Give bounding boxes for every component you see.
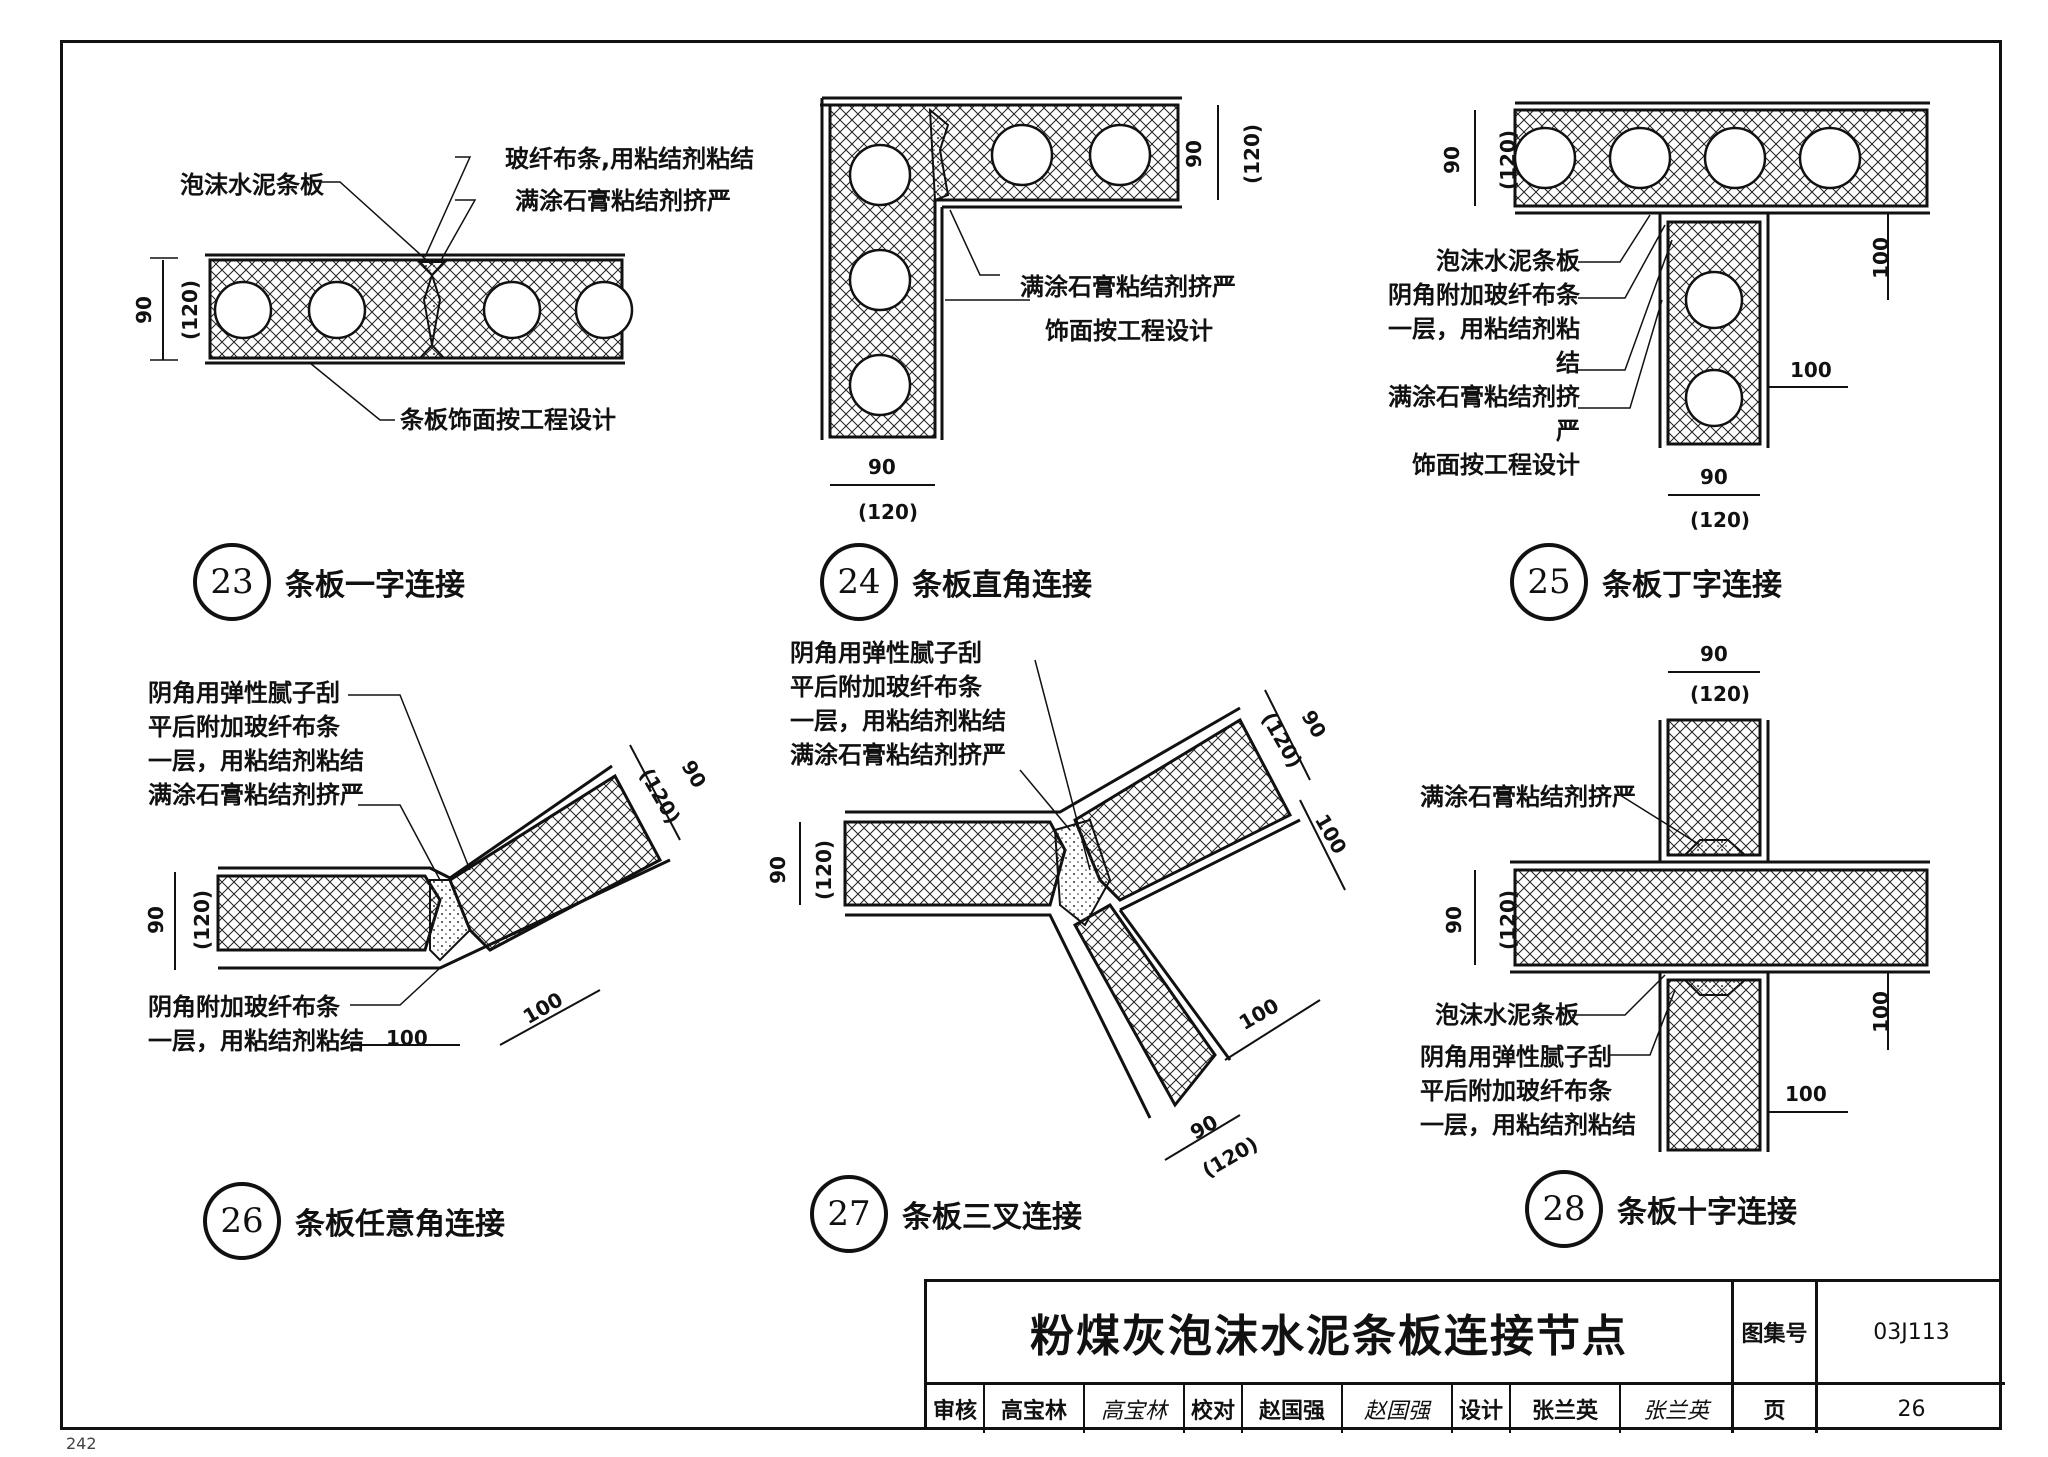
d25-dim-120: (120) [1496, 129, 1521, 191]
d26-top-callouts: 阴角用弹性腻子刮 平后附加玻纤布条 一层，用粘结剂粘结 满涂石膏粘结剂挤严 [148, 676, 364, 812]
detail-27-drawing [799, 659, 1346, 1161]
d27-dim-90: 90 [765, 856, 790, 884]
detail-26-number: 26 [203, 1182, 281, 1260]
detail-23-name: 条板一字连接 [285, 568, 465, 603]
d26-top-line-3: 一层，用粘结剂粘结 [148, 747, 364, 775]
detail-27-name: 条板三叉连接 [902, 1200, 1082, 1235]
d26-top-line-2: 平后附加玻纤布条 [148, 713, 340, 741]
detail-24-number: 24 [820, 543, 898, 621]
detail-24-title: 24 条板直角连接 [820, 543, 1092, 621]
detail-23-title: 23 条板一字连接 [193, 543, 465, 621]
d23-gypsum-label: 满涂石膏粘结剂挤严 [515, 187, 731, 215]
d24-finish-label: 饰面按工程设计 [1045, 317, 1213, 345]
d27-line-3: 一层，用粘结剂粘结 [790, 707, 1006, 735]
d24-dim-120: (120) [1240, 123, 1265, 185]
detail-28-number: 28 [1525, 1170, 1603, 1248]
detail-26-title: 26 条板任意角连接 [203, 1182, 505, 1260]
d28-dim-90-top: 90 [1700, 642, 1728, 666]
detail-25-title: 25 条板丁字连接 [1510, 543, 1782, 621]
d28-line-3: 一层，用粘结剂粘结 [1420, 1111, 1636, 1139]
d26-bottom-callouts: 阴角附加玻纤布条 一层，用粘结剂粘结 [148, 990, 364, 1058]
reviewer-name: 高宝林 [985, 1385, 1085, 1433]
corner-page-mark: 242 [66, 1434, 97, 1453]
d24-dim-90: 90 [1181, 140, 1206, 168]
d26-bottom-line-1: 阴角附加玻纤布条 [148, 993, 340, 1021]
d25-dim-90-bottom: 90 [1700, 465, 1728, 489]
d28-dim-120: (120) [1496, 889, 1521, 951]
detail-26-name: 条板任意角连接 [295, 1207, 505, 1242]
d28-dim-100: 100 [1785, 1082, 1827, 1106]
atlas-number: 03J113 [1818, 1282, 2005, 1385]
d27-line-4: 满涂石膏粘结剂挤严 [790, 741, 1006, 769]
d25-dim-90: 90 [1439, 146, 1464, 174]
drawing-frame [60, 40, 2002, 1430]
detail-24-drawing [820, 96, 1219, 486]
d28-line-2: 平后附加玻纤布条 [1420, 1077, 1612, 1105]
d28-callouts: 阴角用弹性腻子刮 平后附加玻纤布条 一层，用粘结剂粘结 [1420, 1040, 1636, 1142]
d27-dim-120: (120) [812, 839, 837, 901]
checker-signature: 赵国强 [1343, 1385, 1453, 1433]
d25-line-5: 饰面按工程设计 [1412, 451, 1580, 479]
d27-line-1: 阴角用弹性腻子刮 [790, 639, 982, 667]
d26-dim-100: 100 [386, 1026, 428, 1050]
detail-24-name: 条板直角连接 [912, 568, 1092, 603]
d28-dim-90: 90 [1441, 906, 1466, 934]
detail-23-drawing [150, 156, 634, 421]
d25-line-2: 阴角附加玻纤布条 [1388, 281, 1580, 309]
reviewer-signature: 高宝林 [1085, 1385, 1185, 1433]
d26-dim-90: 90 [143, 906, 168, 934]
design-label: 设计 [1453, 1385, 1511, 1433]
detail-28-title: 28 条板十字连接 [1525, 1170, 1797, 1248]
d26-top-line-4: 满涂石膏粘结剂挤严 [148, 781, 364, 809]
d25-line-3: 一层，用粘结剂粘结 [1388, 315, 1580, 377]
detail-28-drawing [1474, 671, 1930, 1152]
drawing-title: 粉煤灰泡沫水泥条板连接节点 [927, 1282, 1734, 1385]
detail-26-drawing [174, 694, 681, 1046]
d23-finish-label: 条板饰面按工程设计 [400, 406, 616, 434]
detail-25-drawing [1474, 101, 1930, 496]
title-block: 粉煤灰泡沫水泥条板连接节点 图集号 03J113 审核 高宝林 高宝林 校对 赵… [924, 1279, 2005, 1433]
detail-27-number: 27 [810, 1175, 888, 1253]
d28-dim-100-vert: 100 [1868, 991, 1893, 1033]
d24-dim-120-bottom: (120) [858, 500, 919, 524]
detail-25-number: 25 [1510, 543, 1588, 621]
d23-panel-label: 泡沫水泥条板 [180, 171, 324, 199]
d28-line-1: 阴角用弹性腻子刮 [1420, 1043, 1612, 1071]
d25-callouts: 泡沫水泥条板 阴角附加玻纤布条 一层，用粘结剂粘结 满涂石膏粘结剂挤严 饰面按工… [1365, 244, 1580, 482]
d23-dim-90: 90 [131, 296, 156, 324]
d24-dim-90-bottom: 90 [868, 455, 896, 479]
d26-top-line-1: 阴角用弹性腻子刮 [148, 679, 340, 707]
detail-23-number: 23 [193, 543, 271, 621]
d26-dim-120: (120) [190, 889, 215, 951]
d27-line-2: 平后附加玻纤布条 [790, 673, 982, 701]
d27-callouts: 阴角用弹性腻子刮 平后附加玻纤布条 一层，用粘结剂粘结 满涂石膏粘结剂挤严 [790, 636, 1006, 772]
page-number: 26 [1897, 1396, 1926, 1422]
checker-name: 赵国强 [1243, 1385, 1343, 1433]
d25-dim-120-bottom: (120) [1690, 508, 1751, 532]
d25-dim-100: 100 [1790, 358, 1832, 382]
d24-gypsum-label: 满涂石膏粘结剂挤严 [1020, 273, 1236, 301]
d26-bottom-line-2: 一层，用粘结剂粘结 [148, 1027, 364, 1055]
d25-line-4: 满涂石膏粘结剂挤严 [1388, 383, 1580, 445]
atlas-label: 图集号 [1734, 1282, 1818, 1385]
designer-name: 张兰英 [1511, 1385, 1621, 1433]
d28-gypsum-label: 满涂石膏粘结剂挤严 [1420, 783, 1636, 811]
detail-27-title: 27 条板三叉连接 [810, 1175, 1082, 1253]
d23-dim-120: (120) [178, 279, 203, 341]
review-label: 审核 [927, 1385, 985, 1433]
d28-dim-120-top: (120) [1690, 682, 1751, 706]
detail-28-name: 条板十字连接 [1617, 1195, 1797, 1230]
d25-dim-100-vert: 100 [1868, 237, 1893, 279]
d23-tape-label: 玻纤布条,用粘结剂粘结 [505, 145, 755, 173]
designer-signature: 张兰英 [1621, 1385, 1734, 1433]
check-label: 校对 [1185, 1385, 1243, 1433]
d28-panel-label: 泡沫水泥条板 [1435, 1001, 1579, 1029]
page-label: 页 [1734, 1385, 1818, 1433]
detail-25-name: 条板丁字连接 [1602, 568, 1782, 603]
d25-line-1: 泡沫水泥条板 [1436, 247, 1580, 275]
